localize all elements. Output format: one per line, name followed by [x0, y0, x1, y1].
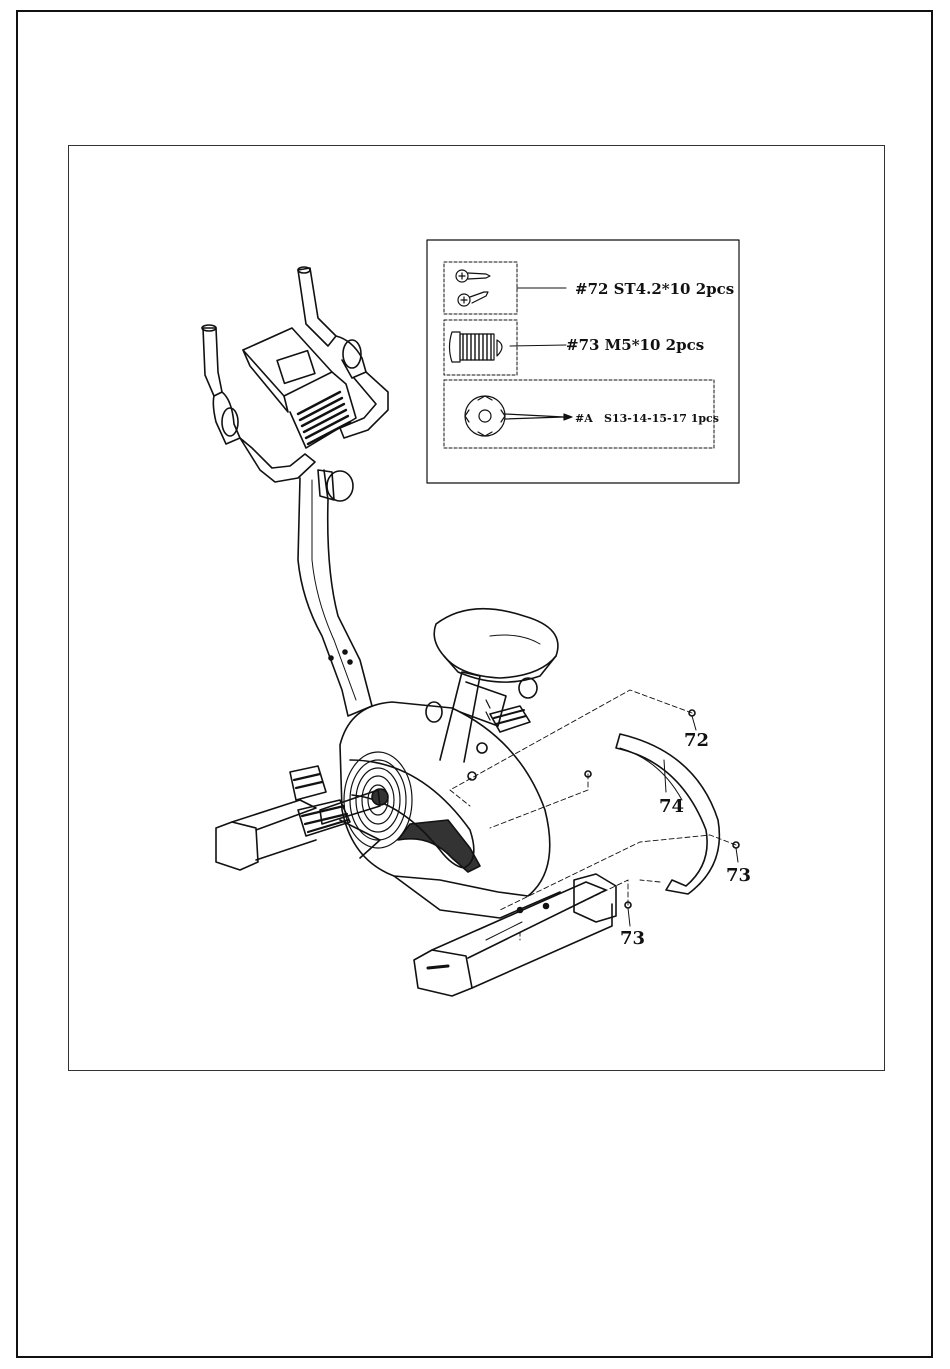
- parts-box: [427, 240, 739, 483]
- callout-73-bottom: 73: [620, 928, 645, 949]
- tool-id-label: #A: [575, 412, 593, 425]
- screw-72-icon: [456, 270, 490, 306]
- exercise-bike-drawing: [202, 267, 739, 996]
- tool-spec-label: S13-14-15-17 1pcs: [604, 412, 719, 425]
- wrench-tool-icon: [465, 396, 572, 436]
- part-72-label: #72 ST4.2*10 2pcs: [575, 280, 734, 298]
- part-73-label: #73 M5*10 2pcs: [566, 336, 704, 354]
- callout-72: 72: [684, 730, 709, 751]
- assembly-guide-lines: [450, 690, 736, 940]
- screw-73-icon: [450, 332, 503, 362]
- callout-73-right: 73: [726, 865, 751, 886]
- seat-icon: [434, 609, 558, 682]
- callout-74: 74: [659, 796, 684, 817]
- tension-knob-icon: [318, 470, 353, 501]
